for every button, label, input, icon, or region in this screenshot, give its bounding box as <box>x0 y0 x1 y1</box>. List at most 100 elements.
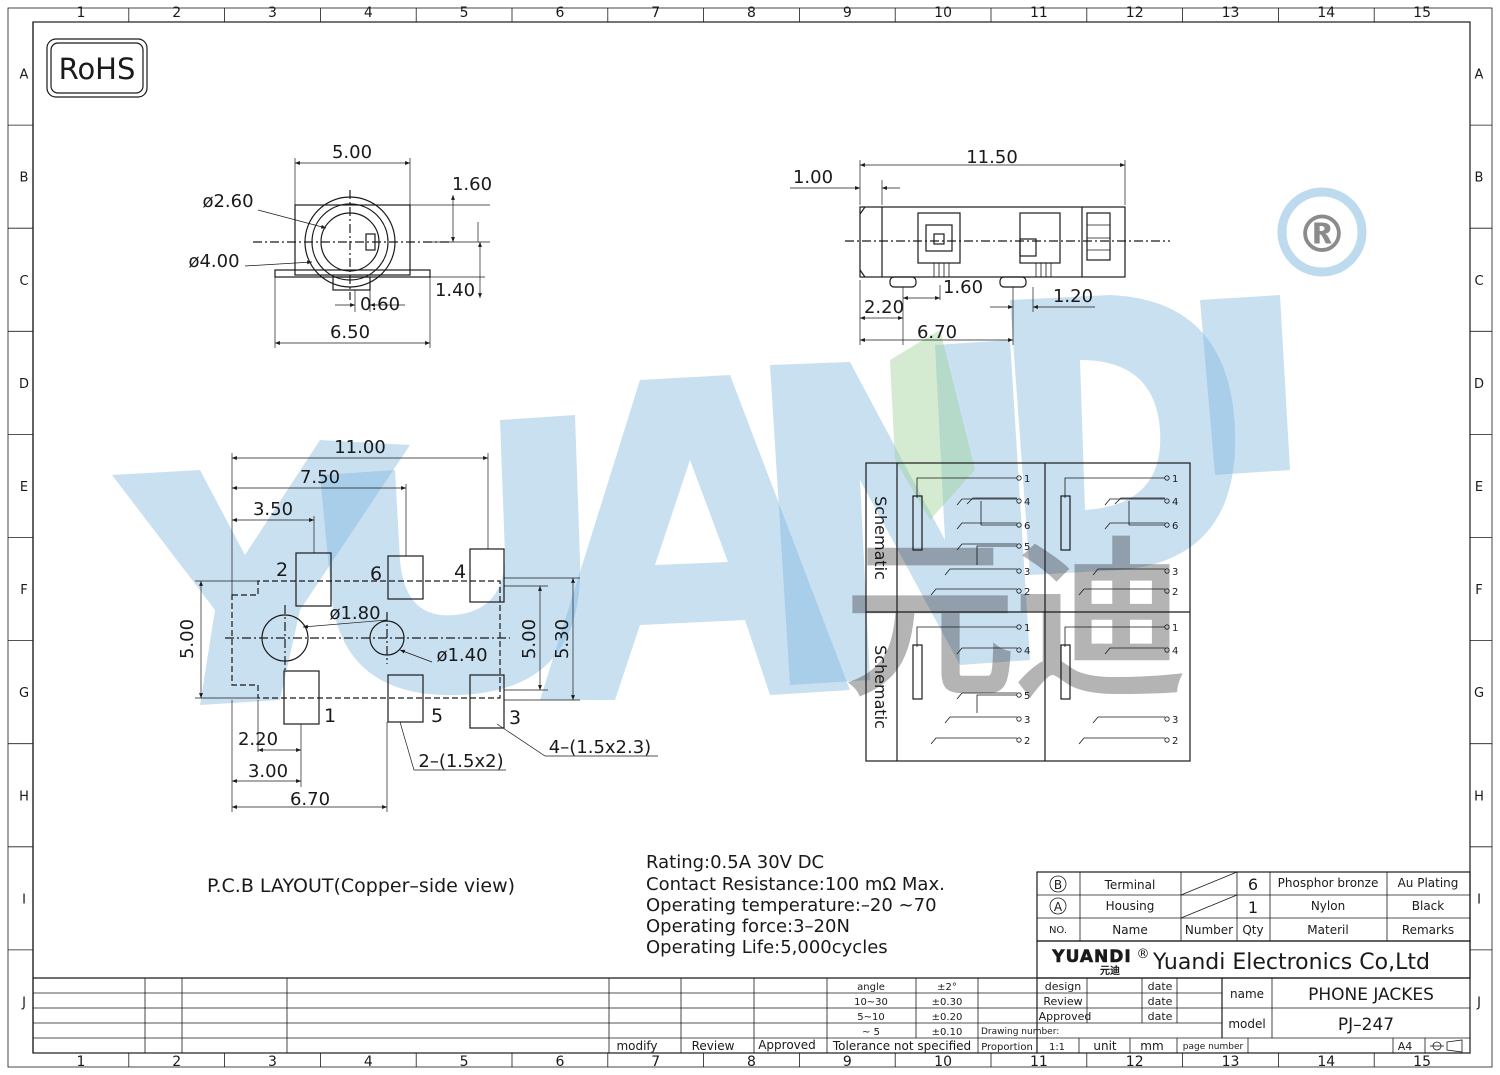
tb-proportion: Proportion <box>981 1042 1033 1053</box>
terminal-label: 3 <box>1024 715 1030 726</box>
terminal-node <box>1016 498 1022 504</box>
projection-symbol-icon <box>1430 1039 1463 1053</box>
dim-hole-small: ø1.40 <box>436 645 487 666</box>
border-row-label-left: E <box>20 480 28 495</box>
terminal-label: 1 <box>1024 623 1030 634</box>
terminal-label: 6 <box>1172 521 1178 532</box>
terminal-node <box>1016 588 1022 594</box>
terminal-node <box>1016 716 1022 722</box>
pin-label-1: 1 <box>324 705 336 727</box>
border-col-label-top: 1 <box>76 5 85 21</box>
border-col-label-bottom: 2 <box>172 1054 181 1070</box>
terminal-label: 3 <box>1172 715 1178 726</box>
schematic-wire <box>980 501 1017 526</box>
tb-date: date <box>1148 980 1173 993</box>
border-row-label-right: I <box>1477 892 1481 907</box>
pin-label-5: 5 <box>431 705 443 727</box>
border-col-label-bottom: 13 <box>1222 1054 1240 1070</box>
company-reg-mark: ® <box>1137 947 1150 962</box>
border-col-label-bottom: 7 <box>651 1054 660 1070</box>
tb-approved: Approved <box>1039 1010 1092 1023</box>
border-row-label-right: A <box>1475 68 1484 83</box>
terminal-label: 4 <box>1024 646 1030 657</box>
contact-sleeve <box>912 644 923 700</box>
border-row-label-right: B <box>1475 171 1484 186</box>
spec-line: Contact Resistance:100 mΩ Max. <box>646 874 945 895</box>
schematic-wire <box>1104 522 1165 530</box>
tol-range: angle <box>857 982 885 993</box>
dim-pcb-220: 2.20 <box>238 729 278 750</box>
watermark-reg-mark: ® <box>1296 205 1348 265</box>
schematic-label-bottom: Schematic <box>871 645 890 729</box>
border-row-label-right: H <box>1474 789 1484 804</box>
bom-header-qty: Qty <box>1242 923 1263 937</box>
pcb-layout: 2 6 4 1 5 3 11.00 7.50 3.50 5.00 5.00 5.… <box>177 437 658 897</box>
bom-name: Housing <box>1106 899 1155 913</box>
border-row-label-right: J <box>1476 995 1481 1010</box>
pad-spec-small: 2–(1.5x2) <box>418 751 503 772</box>
pad-5 <box>387 674 424 723</box>
terminal-label: 2 <box>1172 736 1178 747</box>
tb-design: design <box>1045 980 1082 993</box>
border-row-label-left: A <box>20 68 29 83</box>
terminal-label: 1 <box>1024 474 1030 485</box>
pad-2 <box>295 552 332 607</box>
border-col-label-bottom: 6 <box>555 1054 564 1070</box>
dim-hole-large: ø1.80 <box>329 603 380 624</box>
terminal-node <box>1164 647 1170 653</box>
border-col-label-top: 7 <box>651 5 660 21</box>
front-view: 5.00 1.60 1.40 ø2.60 ø4.00 0.60 6.50 <box>188 142 492 348</box>
terminal-label: 5 <box>1024 542 1030 553</box>
terminal-label: 1 <box>1172 474 1178 485</box>
terminal-label: 5 <box>1024 691 1030 702</box>
contact-sleeve <box>912 495 923 551</box>
tb-proportion-value: 1:1 <box>1049 1042 1065 1053</box>
terminal-label: 2 <box>1024 587 1030 598</box>
border-col-label-bottom: 10 <box>934 1054 952 1070</box>
border-col-label-top: 13 <box>1222 5 1240 21</box>
company-block: YUANDI 元迪 ® Yuandi Electronics Co,Ltd <box>1036 940 1471 979</box>
company-logo-cjk: 元迪 <box>1100 964 1120 977</box>
tol-caption: Tolerance not specified <box>832 1039 971 1053</box>
pad-3 <box>469 674 505 729</box>
schematic-wire <box>930 588 1017 596</box>
rohs-label: RoHS <box>59 52 136 86</box>
bom-mark-a: A <box>1054 900 1063 914</box>
tol-range: 10~30 <box>854 997 888 1008</box>
tb-review: Review <box>1043 995 1082 1008</box>
bom-remarks: Black <box>1412 899 1445 913</box>
dim-pcb-75: 7.50 <box>300 467 340 488</box>
bom-header-material: Materil <box>1307 923 1348 937</box>
terminal-node <box>1164 498 1170 504</box>
schematic-wire <box>956 498 1017 506</box>
schematic-wire <box>1104 647 1165 655</box>
border-col-label-top: 11 <box>1030 5 1048 21</box>
dim-front-offset: 1.60 <box>452 174 492 195</box>
border-row-label-left: G <box>19 686 29 701</box>
terminal-label: 3 <box>1024 567 1030 578</box>
border-row-label-left: J <box>21 995 26 1010</box>
mounting-hole-large <box>261 614 309 662</box>
rev-review: Review <box>692 1039 735 1053</box>
terminal-label: 2 <box>1024 736 1030 747</box>
border-col-label-top: 5 <box>460 5 469 21</box>
pcb-caption: P.C.B LAYOUT(Copper–side view) <box>207 875 515 897</box>
schematic-wire <box>1078 737 1165 745</box>
dim-side-pitch-a: 1.60 <box>943 277 983 298</box>
border-row-label-left: I <box>22 892 26 907</box>
yuandi-watermark: ® 元迪 <box>112 187 1367 721</box>
border-col-label-bottom: 15 <box>1413 1054 1431 1070</box>
bom-header-name: Name <box>1112 923 1147 937</box>
schematic-wire <box>956 647 1017 655</box>
border-col-label-top: 9 <box>843 5 852 21</box>
border-row-label-right: G <box>1474 686 1484 701</box>
schematic-wire <box>956 692 1017 700</box>
dim-inner-dia: ø2.60 <box>202 191 253 212</box>
schematic-wire <box>966 497 1017 505</box>
border-col-label-bottom: 4 <box>364 1054 373 1070</box>
dim-side-pitch-b: 1.20 <box>1053 286 1093 307</box>
tb-model-value: PJ–247 <box>1338 1015 1394 1035</box>
border-row-label-right: F <box>1475 583 1482 598</box>
terminal-node <box>1164 588 1170 594</box>
terminal-label: 4 <box>1024 497 1030 508</box>
